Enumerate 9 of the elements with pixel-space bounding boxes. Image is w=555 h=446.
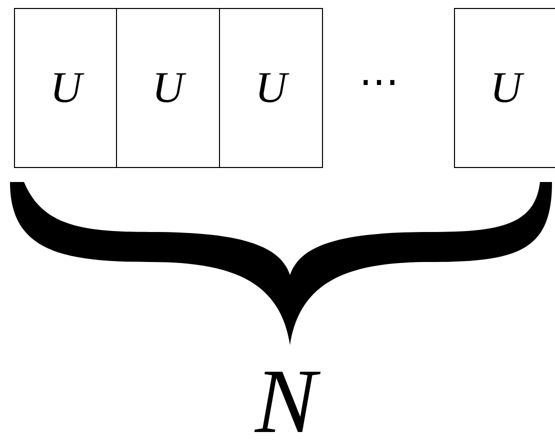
cell-symbol: U: [255, 66, 287, 110]
cell-symbol: U: [490, 66, 522, 110]
cell-symbol: U: [50, 66, 82, 110]
ellipsis: ⋯: [359, 62, 399, 102]
cell-symbol: U: [152, 66, 184, 110]
cell-box: [116, 8, 220, 168]
cell-box: [454, 8, 555, 168]
cell-box: [219, 8, 323, 168]
cell-box: [14, 8, 118, 168]
